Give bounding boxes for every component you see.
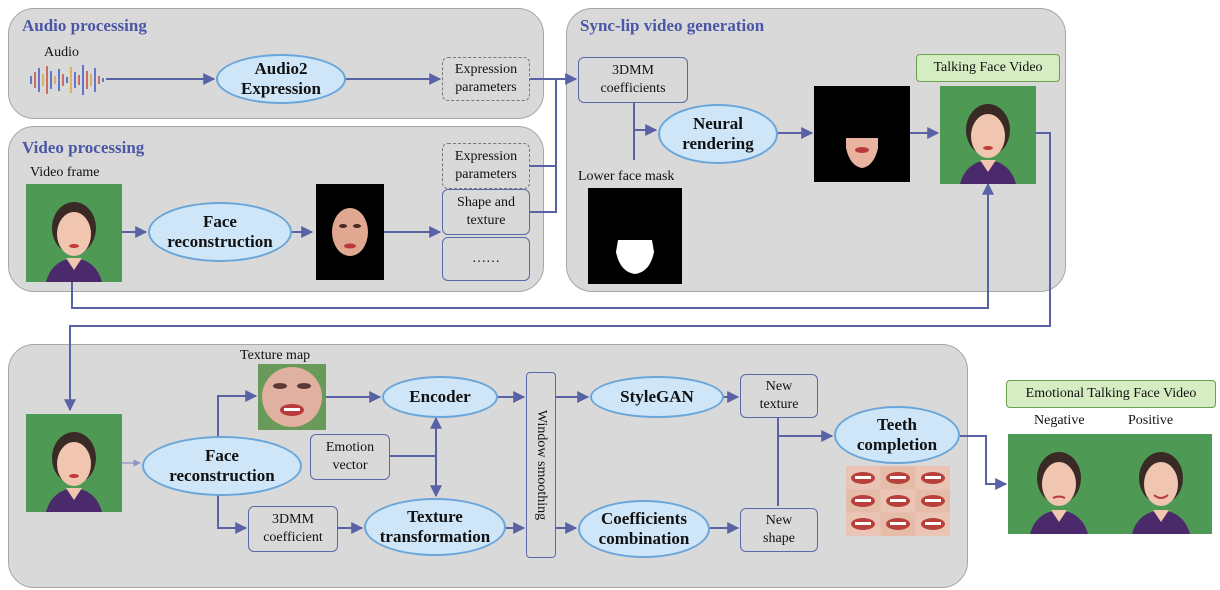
stylegan-node: StyleGAN (590, 376, 724, 418)
texture-map-image (258, 364, 326, 430)
audio-waveform-icon (28, 62, 106, 98)
lower-face-mask-label: Lower face mask (578, 169, 675, 184)
sync-lip-title: Sync-lip video generation (580, 16, 765, 35)
video-processing-title: Video processing (22, 138, 145, 157)
video-frame-label: Video frame (30, 165, 100, 180)
negative-label: Negative (1034, 413, 1085, 428)
lower-face-mask-image (588, 188, 682, 284)
audio-processing-title: Audio processing (22, 16, 147, 35)
rendered-lower-face-image (814, 86, 910, 182)
talking-face-video-image (940, 86, 1036, 184)
window-smoothing-box: Window smoothing (526, 372, 556, 558)
teeth-samples-grid (846, 466, 950, 536)
talking-face-video-label: Talking Face Video (916, 54, 1060, 82)
more-params-box: …… (442, 237, 530, 281)
encoder-node: Encoder (382, 376, 498, 418)
positive-label: Positive (1128, 413, 1174, 428)
audio-label: Audio (44, 45, 79, 60)
negative-face-image (1008, 434, 1110, 534)
positive-face-image (1110, 434, 1212, 534)
video-frame-image (26, 184, 122, 282)
texture-map-label: Texture map (240, 348, 311, 363)
emotional-talking-face-video-label: Emotional Talking Face Video (1006, 380, 1216, 408)
input-frame-image (26, 414, 122, 512)
reconstructed-face-image (316, 184, 384, 280)
